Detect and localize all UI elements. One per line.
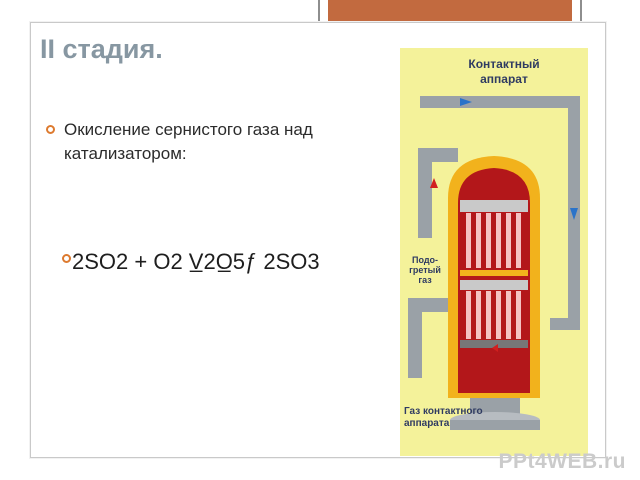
outlet-gas-label: Газ контактного аппарата [404,406,483,429]
reaction-equation: 2SO2 + O2 V̲2O̲5ƒ 2SO3 [72,249,320,274]
contact-apparatus-illustration [400,48,588,456]
heated-gas-label: Подо-гретый газ [409,255,441,285]
bullet-ring-icon [62,254,71,263]
slide-title: II стадия. [40,34,163,64]
bullet-ring-icon [46,125,55,134]
apparatus-label: Контактный аппарат [468,57,540,86]
watermark: PPt4WEB.ru [498,450,626,473]
bullet-text-oxidation: Окисление сернистого газа над катализато… [64,120,313,163]
